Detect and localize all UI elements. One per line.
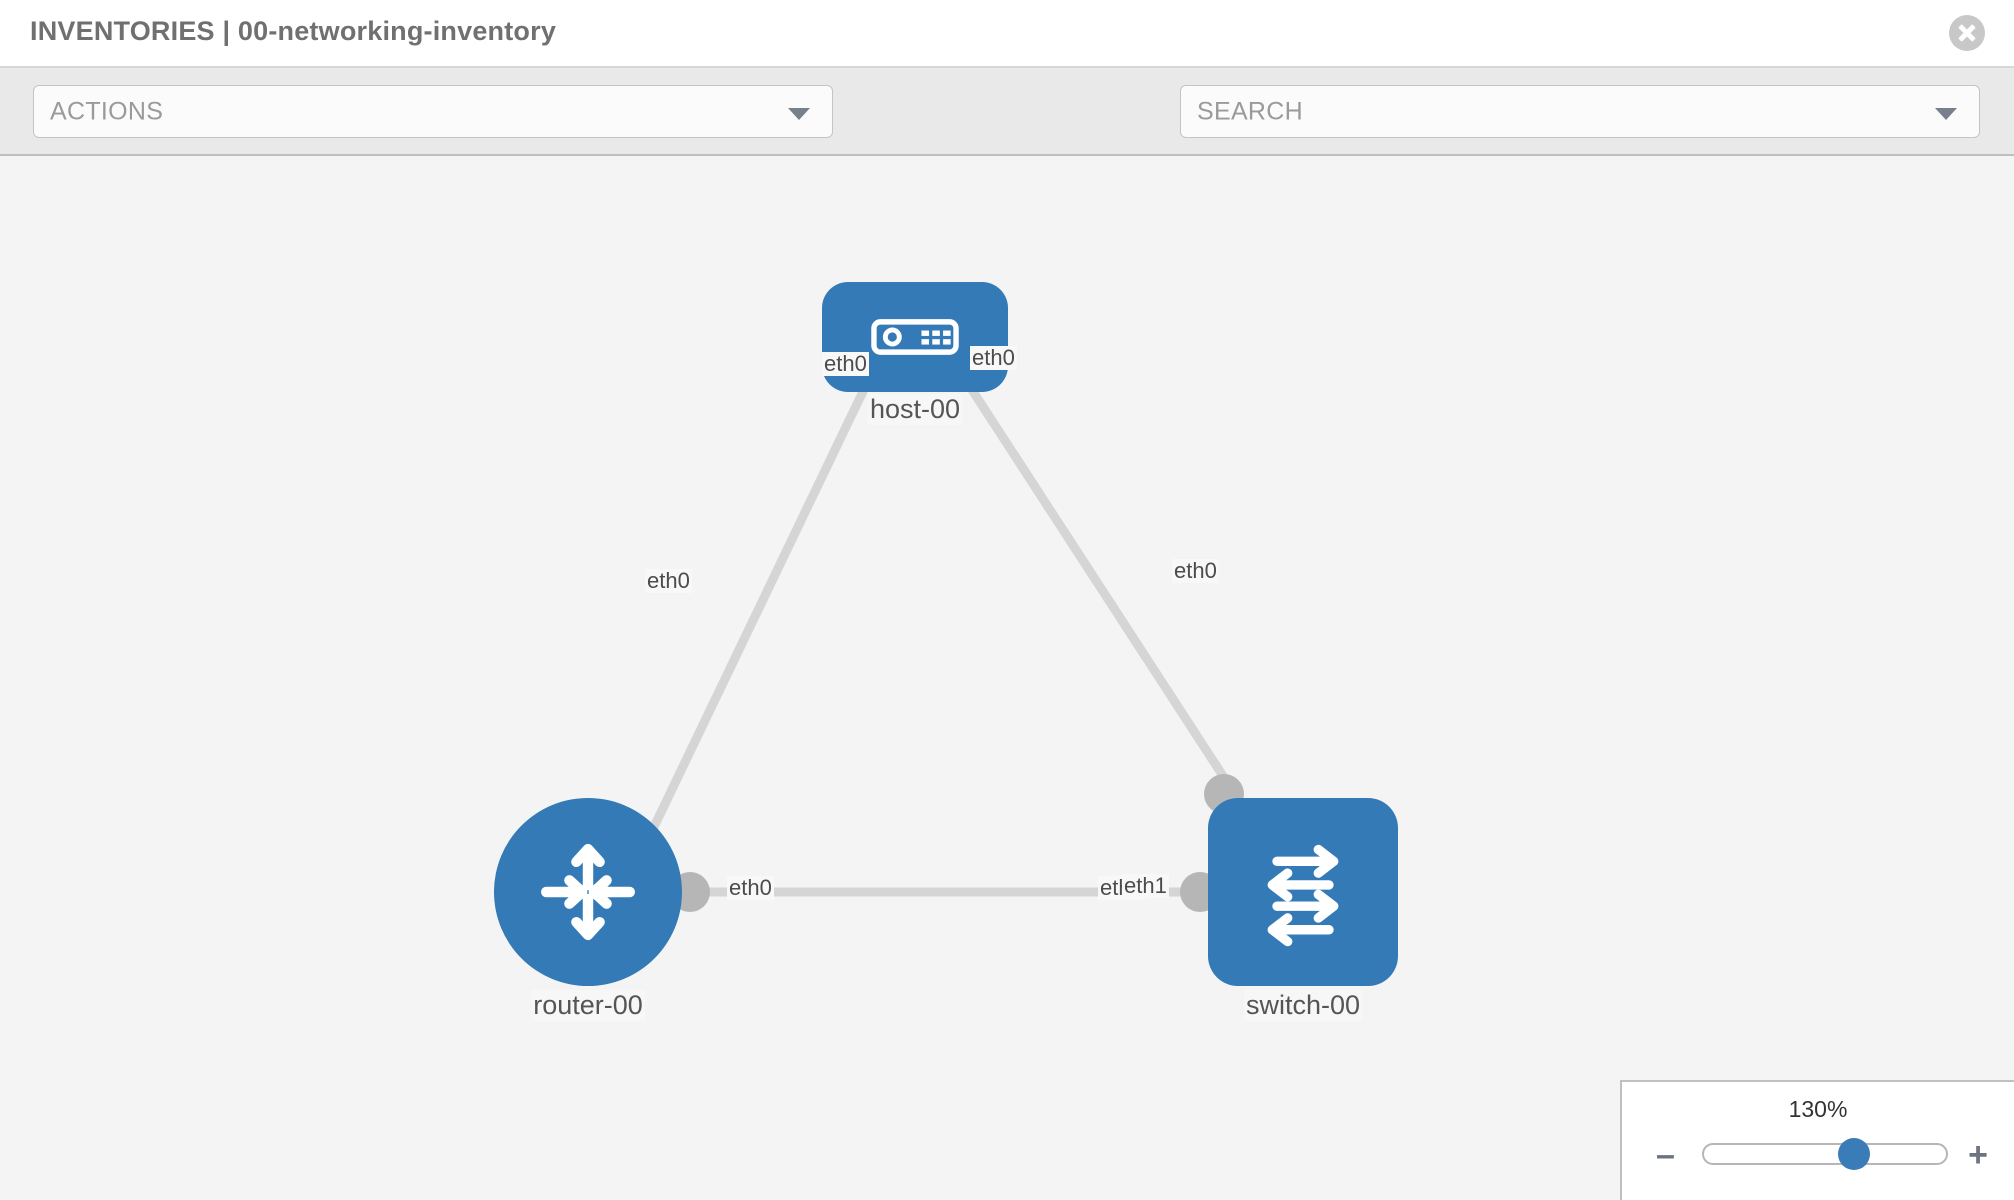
edge-label-router-to-host: eth0	[645, 568, 692, 594]
edge-label-switch-to-host: eth0	[1172, 558, 1219, 584]
node-router-00[interactable]: router-00	[494, 798, 682, 1021]
server-icon	[871, 319, 959, 355]
search-input[interactable]: SEARCH	[1180, 85, 1980, 138]
node-host-00[interactable]: host-00	[822, 282, 1008, 425]
node-router-00-label: router-00	[531, 990, 645, 1021]
link-host-switch	[946, 353, 1240, 799]
edge-label-router-to-switch: eth0	[727, 875, 774, 901]
edge-label-host-right: eth0	[970, 345, 1017, 371]
edge-label-host-left: eth0	[822, 351, 869, 377]
node-host-00-label: host-00	[867, 394, 963, 425]
node-switch-00[interactable]: switch-00	[1208, 798, 1398, 1021]
chevron-down-icon	[788, 107, 810, 120]
zoom-level-value: 130%	[1788, 1096, 1848, 1122]
zoom-slider[interactable]	[1702, 1138, 1948, 1170]
zoom-out-button[interactable]: –	[1656, 1136, 1675, 1174]
actions-dropdown[interactable]: ACTIONS	[33, 85, 833, 138]
close-icon[interactable]	[1949, 15, 1985, 51]
page-title: INVENTORIES | 00-networking-inventory	[30, 16, 557, 46]
toolbar: ACTIONS SEARCH	[0, 68, 2014, 197]
search-placeholder: SEARCH	[1197, 97, 1303, 125]
node-router-00-shape	[494, 798, 682, 986]
zoom-in-button[interactable]: +	[1968, 1136, 1988, 1174]
topology-canvas[interactable]: host-00	[0, 156, 2014, 1200]
page-header: INVENTORIES | 00-networking-inventory	[0, 0, 2014, 68]
node-switch-00-label: switch-00	[1243, 990, 1363, 1021]
router-arrows-icon	[541, 843, 635, 941]
zoom-control-panel: 130% – +	[1620, 1080, 2014, 1200]
switch-arrows-icon	[1267, 844, 1339, 947]
zoom-slider-thumb[interactable]	[1838, 1138, 1871, 1170]
link-host-router	[635, 354, 885, 858]
edge-label-switch-to-router-b: eth1	[1122, 873, 1169, 899]
actions-dropdown-label: ACTIONS	[50, 97, 164, 125]
node-switch-00-shape	[1208, 798, 1398, 986]
chevron-down-icon	[1935, 107, 1957, 120]
